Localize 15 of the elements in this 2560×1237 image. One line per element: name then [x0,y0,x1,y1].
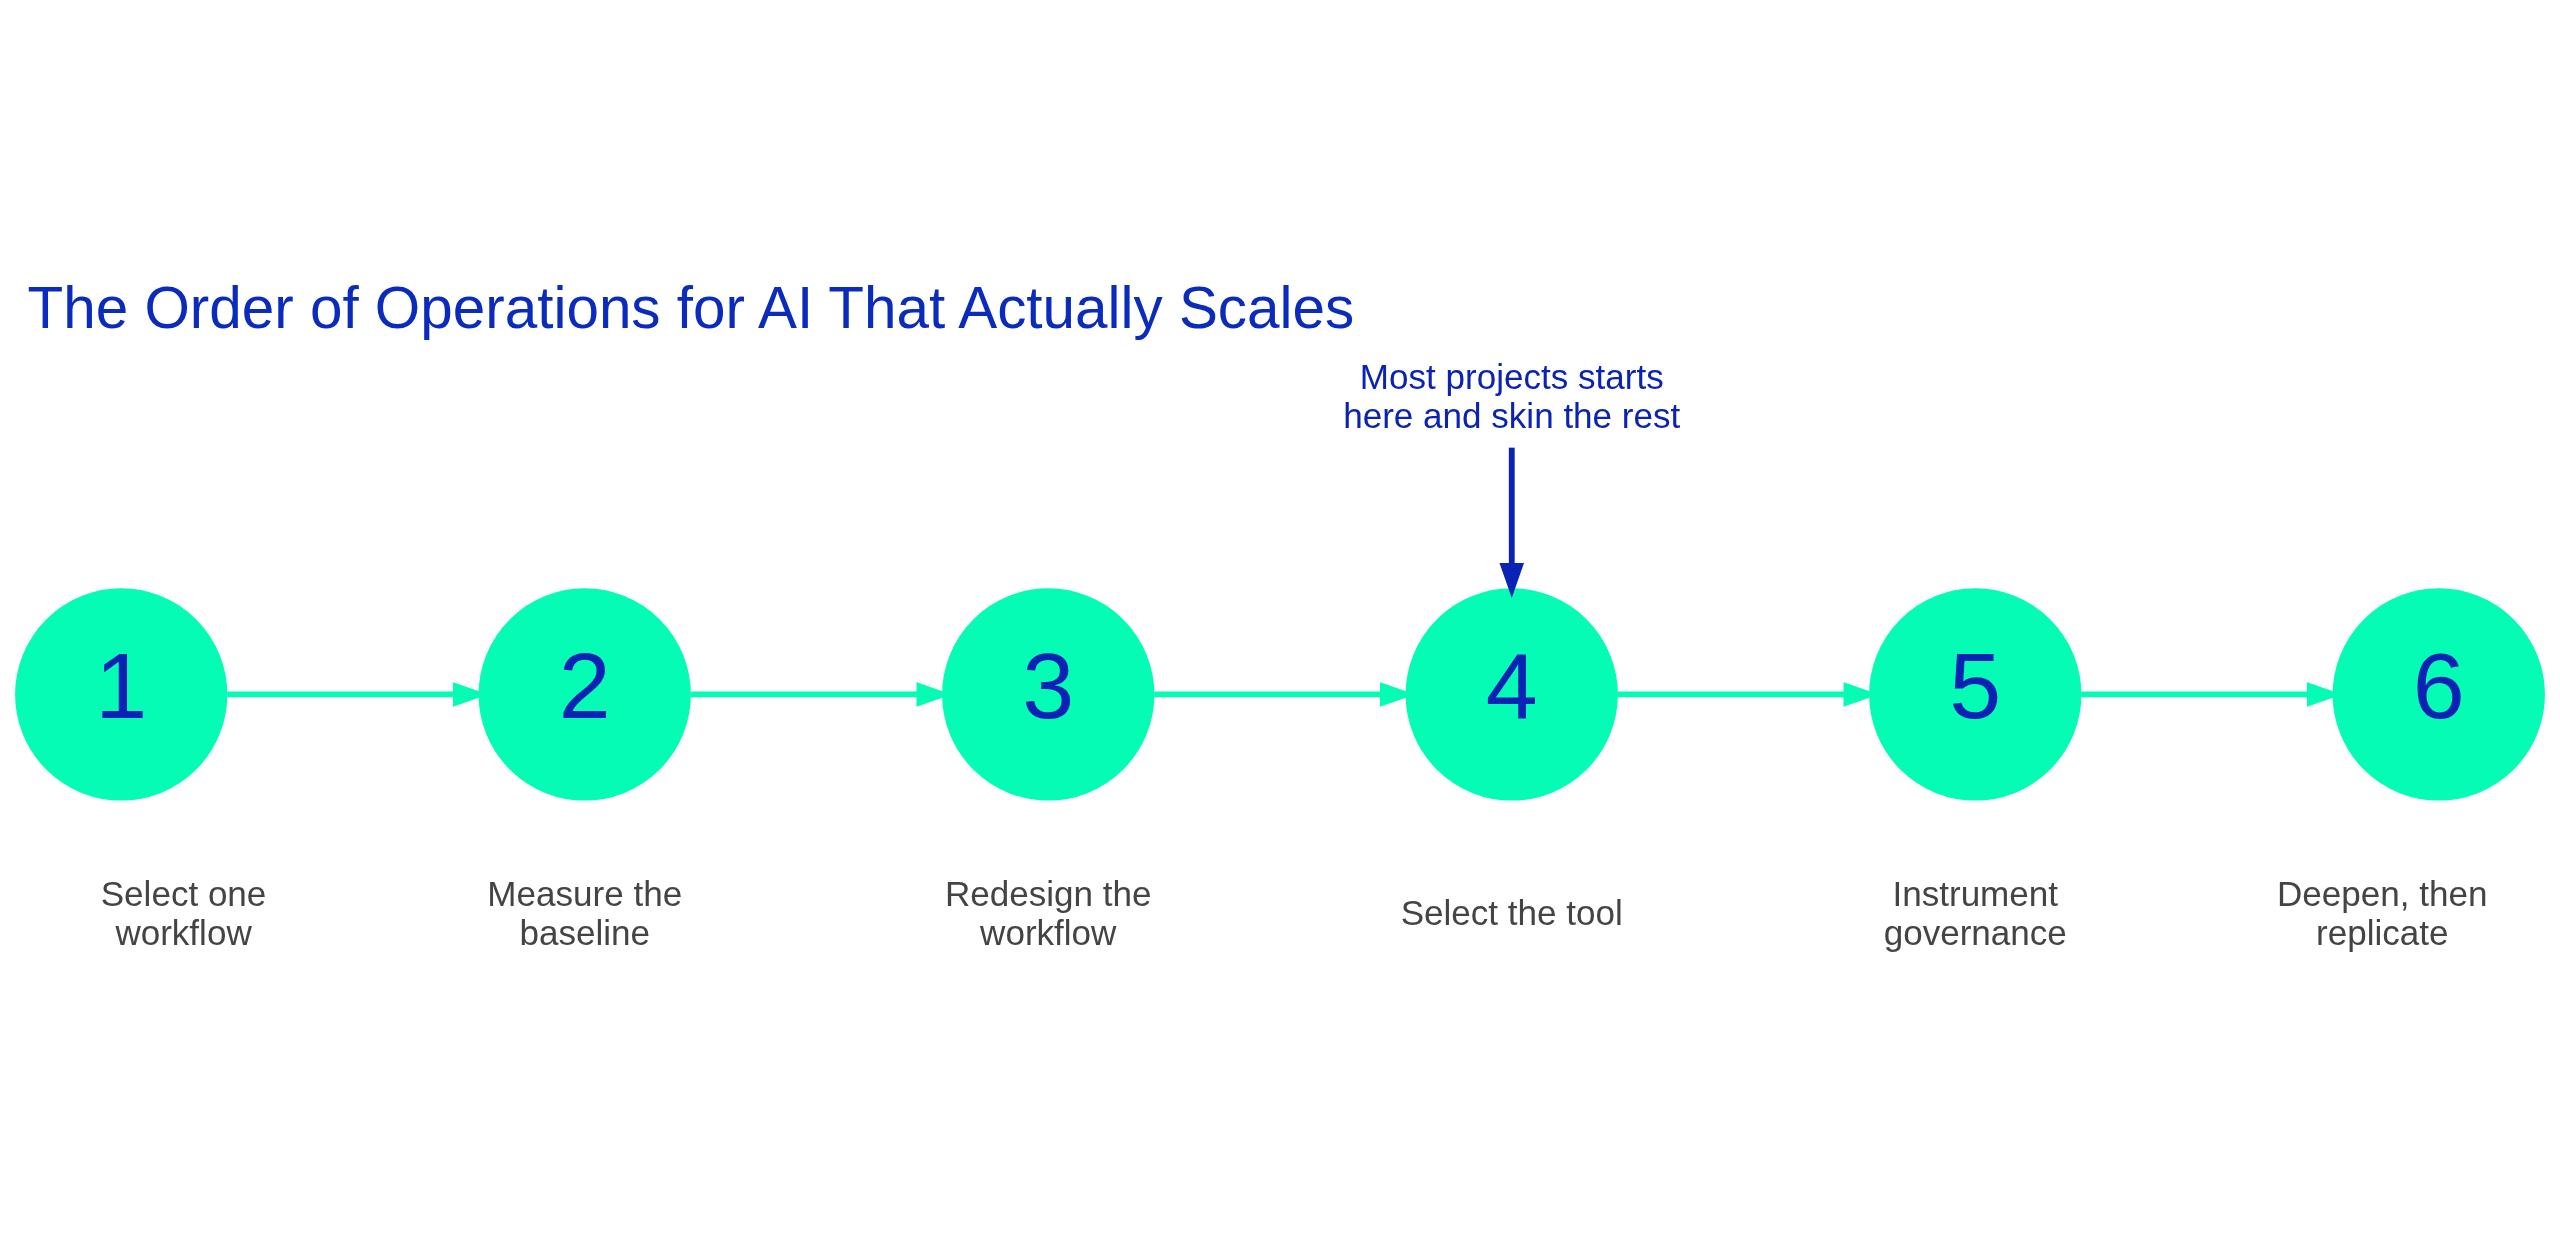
node-circle: 1 [15,588,228,801]
node-label: Measure the baseline [487,873,683,952]
node-circle: 4 [1405,588,1618,801]
node-circle: 3 [942,588,1155,801]
node-text: Most projects starts here and skin the rest [1343,357,1681,436]
node-label: Select the tool [1400,893,1623,933]
node-label: Instrument governance [1883,873,2067,952]
diagram-title: The Order of Operations for AI That Actually Scales [27,275,1355,341]
node-circle: 5 [1869,588,2082,801]
node-label: Select one workflow [100,873,267,952]
node-circle: 2 [478,588,691,801]
node-label: Redesign the workflow [944,873,1152,952]
node-circle: 6 [2332,588,2545,801]
arrow [1499,447,1525,598]
node-label: Deepen, then replicate [2277,873,2488,952]
